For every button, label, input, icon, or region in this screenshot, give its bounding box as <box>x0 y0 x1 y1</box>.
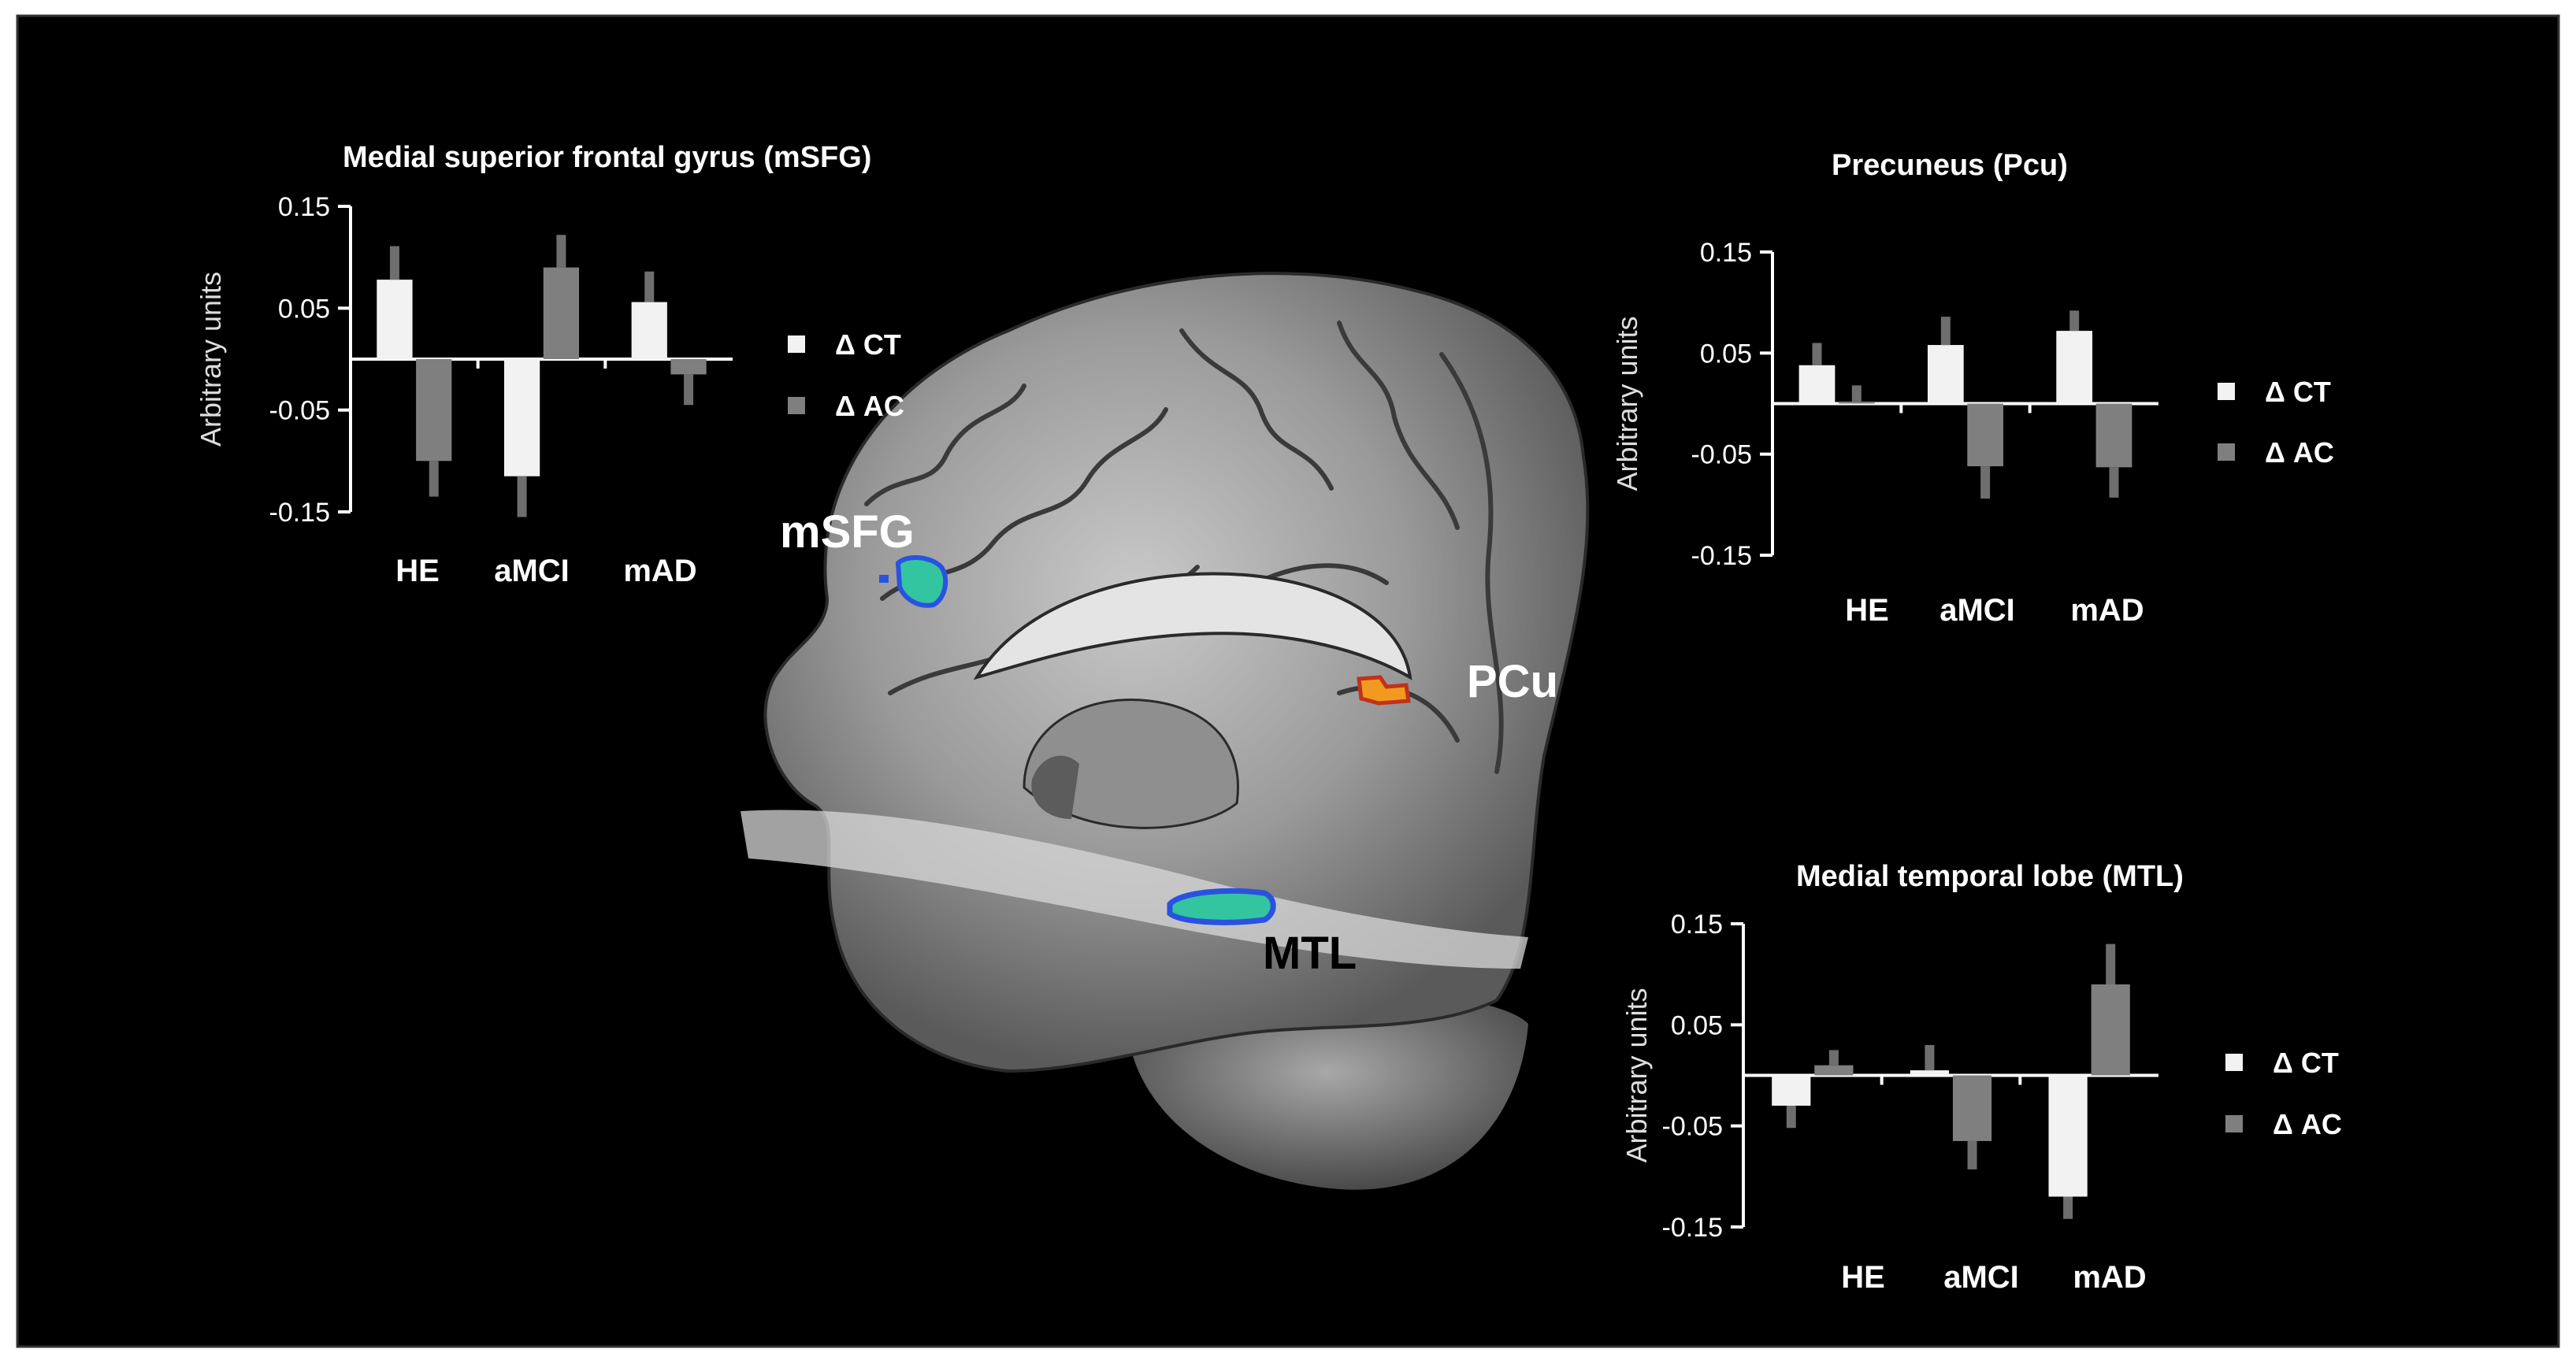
msfg-category-label: HE <box>395 554 440 588</box>
corpus-callosum <box>973 572 1412 680</box>
mtl-label: MTL <box>1263 928 1357 979</box>
msfg-y-axis-label: Arbitrary units <box>195 272 227 447</box>
pcu-y-tick-label: -0.05 <box>1691 440 1753 470</box>
pcu-category-label: HE <box>1845 593 1889 628</box>
mtl-bar-ct <box>1910 1070 1950 1076</box>
msfg-chart-title: Medial superior frontal gyrus (mSFG) <box>343 141 871 174</box>
chart-mtl: Medial temporal lobe (MTL) 0.15 0.05 -0.05 -… <box>1620 860 2342 1295</box>
chart-msfg: Medial superior frontal gyrus (mSFG) 0.15… <box>195 141 904 588</box>
chart-pcu: Precuneus (Pcu) 0.15 0.05 -0.05 -0.15 Arbitra… <box>1611 149 2334 628</box>
pcu-bar-ac <box>1967 403 2004 467</box>
mtl-y-axis-label: Arbitrary units <box>1620 988 1653 1162</box>
pcu-y-tick-label: 0.15 <box>1700 238 1752 268</box>
msfg-bar-ac <box>416 359 452 461</box>
msfg-legend-swatch <box>788 397 805 414</box>
pcu-region <box>1357 675 1411 706</box>
mtl-legend-label: Δ CT <box>2273 1047 2339 1079</box>
pcu-category-label: mAD <box>2070 593 2144 628</box>
msfg-y-tick-label: 0.05 <box>278 294 330 324</box>
msfg-category-label: aMCI <box>494 554 570 588</box>
pcu-legend-label: Δ CT <box>2265 376 2331 408</box>
mtl-bar-ac <box>2091 984 2130 1076</box>
ventricle <box>1031 755 1079 819</box>
pcu-bar-ct <box>2056 331 2093 404</box>
mtl-y-tick-label: 0.15 <box>1671 910 1723 940</box>
mtl-category-label: HE <box>1841 1260 1885 1295</box>
pcu-label: PCu <box>1467 656 1558 707</box>
cerebellum <box>1127 994 1528 1190</box>
mtl-region <box>1167 888 1276 925</box>
msfg-category-label: mAD <box>623 554 696 588</box>
msfg-y-tick-label: 0.15 <box>278 192 330 222</box>
mtl-y-tick-label: -0.05 <box>1662 1112 1724 1142</box>
msfg-legend-label: Δ CT <box>835 328 901 361</box>
pcu-bar-ct <box>1798 365 1835 404</box>
thalamus <box>1023 699 1239 829</box>
pcu-bar-ac <box>1838 401 1875 404</box>
pcu-category-label: aMCI <box>1939 593 2015 628</box>
pcu-y-axis-label: Arbitrary units <box>1611 316 1643 491</box>
mtl-category-label: aMCI <box>1943 1260 2019 1295</box>
msfg-y-tick-label: -0.15 <box>269 498 331 528</box>
msfg-y-tick-label: -0.05 <box>269 396 331 426</box>
mtl-category-label: mAD <box>2073 1260 2146 1295</box>
mtl-legend-swatch <box>2225 1115 2243 1132</box>
mtl-chart-title: Medial temporal lobe (MTL) <box>1796 860 2184 893</box>
msfg-label: mSFG <box>780 506 915 558</box>
mtl-bar-ct <box>1772 1075 1811 1106</box>
msfg-bar-ac <box>670 359 707 375</box>
pcu-chart-title: Precuneus (Pcu) <box>1832 149 2068 182</box>
pcu-bar-ct <box>1927 345 1964 404</box>
msfg-legend-swatch <box>788 335 805 353</box>
msfg-region-dot <box>879 575 889 583</box>
mtl-y-tick-label: 0.05 <box>1671 1010 1723 1040</box>
brain-image: mSFG PCu MTL <box>741 272 1590 1190</box>
pcu-legend-swatch <box>2218 383 2235 400</box>
msfg-bar-ct <box>377 280 413 359</box>
mtl-bar-ac <box>1952 1075 1992 1141</box>
pcu-y-tick-label: 0.05 <box>1700 339 1752 369</box>
pcu-legend-swatch <box>2218 443 2235 461</box>
mtl-bar-ct <box>2048 1075 2088 1197</box>
brainstem-slab <box>741 810 1528 969</box>
msfg-region <box>895 555 948 608</box>
msfg-bar-ac <box>543 267 580 359</box>
msfg-bar-ct <box>631 302 667 359</box>
pcu-y-tick-label: -0.15 <box>1691 541 1753 571</box>
mtl-y-tick-label: -0.15 <box>1662 1213 1724 1243</box>
mtl-bar-ac <box>1814 1065 1854 1076</box>
mtl-legend-swatch <box>2225 1054 2243 1071</box>
pcu-legend-label: Δ AC <box>2265 436 2334 469</box>
msfg-bar-ct <box>503 359 540 476</box>
pcu-bar-ac <box>2095 403 2132 468</box>
msfg-legend-label: Δ AC <box>835 390 904 422</box>
mtl-legend-label: Δ AC <box>2273 1108 2342 1140</box>
